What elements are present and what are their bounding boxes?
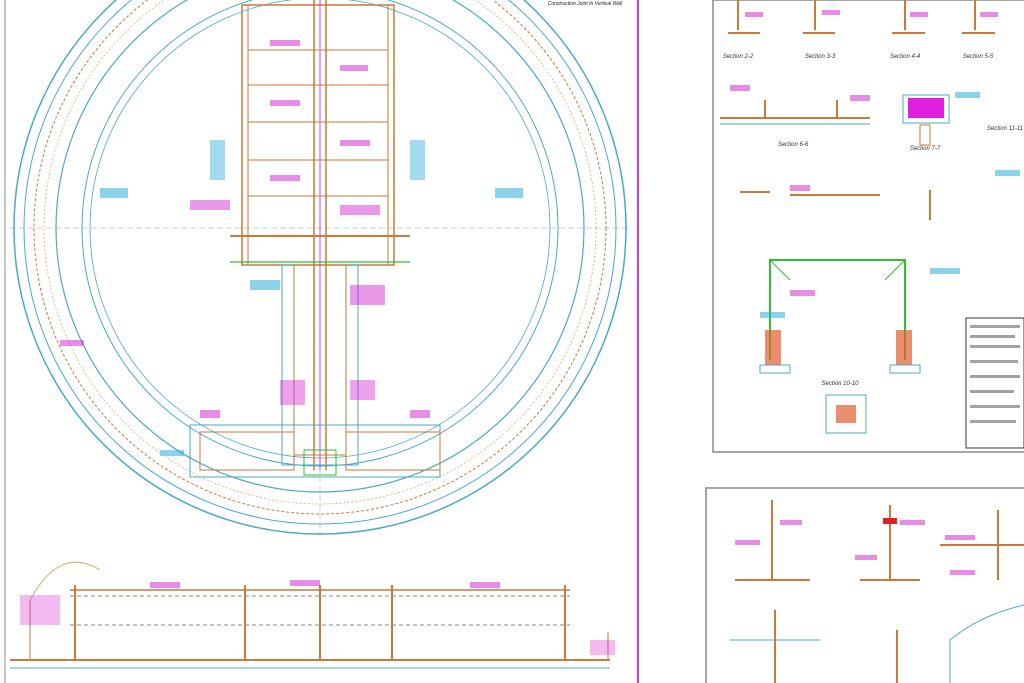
section-label: Section 10-10 <box>821 381 859 387</box>
section-label: Section 2-2 <box>723 54 754 60</box>
section-label: Section 11-11 <box>987 126 1023 132</box>
tank-elevation <box>10 561 615 669</box>
section-label: Section 3-3 <box>805 54 836 60</box>
detail-sheet-1: Section 2-2 Section 3-3 Section 4-4 Sect… <box>712 0 1024 453</box>
section-label: Section 5-5 <box>963 54 994 60</box>
section-label: Section 7-7 <box>910 146 941 152</box>
central-channel <box>189 0 441 478</box>
detail-sheet-2 <box>705 487 1024 683</box>
plan-annotations <box>60 40 523 456</box>
main-title: Construction Joint In Vertical Wall <box>548 1 623 7</box>
section-label: Section 6-6 <box>778 142 809 148</box>
section-label: Section 4-4 <box>890 54 921 60</box>
